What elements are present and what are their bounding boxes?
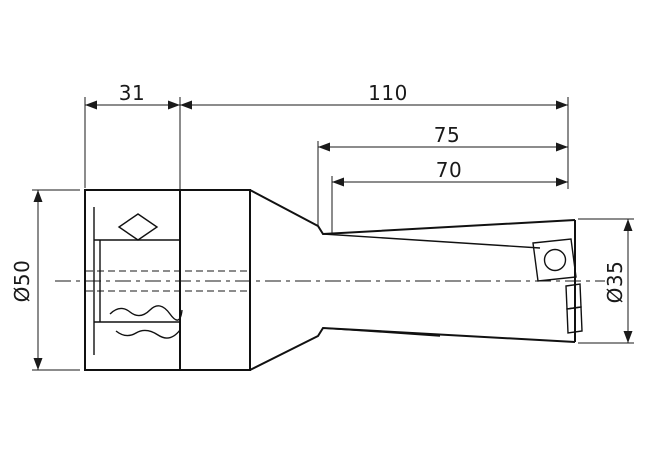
dim-label-31: 31 (119, 81, 145, 105)
shank-body-outline (84, 189, 251, 371)
dimension-annotations: 31 110 75 70 Ø50 Ø35 (10, 81, 634, 371)
set-screw-diamond (117, 213, 159, 241)
dim-label-70: 70 (436, 158, 462, 182)
dim-label-d50: Ø50 (10, 260, 34, 303)
peripheral-insert (565, 283, 583, 334)
flute-edge-bottom (322, 327, 441, 337)
break-wavy-line-2 (115, 329, 181, 339)
flute-edge-top (322, 233, 541, 249)
dimension-lines (33, 100, 633, 370)
dim-label-110: 110 (368, 81, 408, 105)
insert-clamp-screw-circle (543, 248, 567, 272)
dim-label-d35: Ø35 (603, 261, 627, 304)
break-wavy-line-1 (109, 305, 183, 321)
dim-label-75: 75 (434, 123, 460, 147)
peripheral-insert-upper (565, 283, 582, 310)
central-insert-outline (532, 238, 577, 282)
shank-inner-detail (93, 207, 183, 355)
part-geometry (55, 189, 605, 371)
peripheral-insert-lower (566, 306, 583, 334)
drill-top-contour (249, 189, 576, 236)
central-insert (532, 238, 577, 282)
drill-bottom-contour (249, 326, 576, 371)
